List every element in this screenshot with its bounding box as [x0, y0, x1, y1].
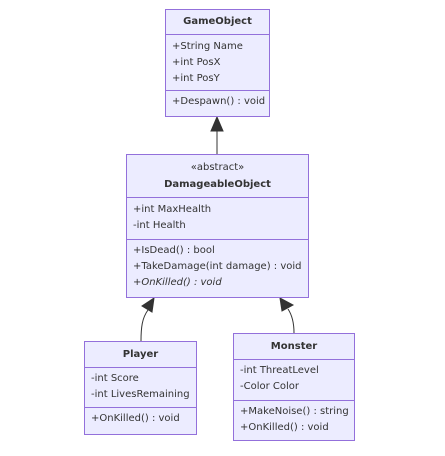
attribute: +String Name [172, 41, 243, 52]
attribute: +int PosY [172, 73, 220, 84]
attributes-section: -int ThreatLevel -Color Color [234, 359, 354, 400]
inheritance-arrowhead-gameobject [210, 115, 224, 132]
method: +OnKilled() : void [91, 413, 180, 424]
inheritance-arrowhead-from-player [141, 296, 155, 313]
class-header: Monster [234, 334, 354, 359]
inheritance-line-player-to-damageable [140, 309, 149, 342]
class-name: Monster [270, 341, 318, 352]
methods-section: +MakeNoise() : string +OnKilled() : void [234, 400, 354, 440]
class-stereotype: «abstract» [190, 162, 245, 173]
attribute: -Color Color [240, 381, 300, 392]
inheritance-arrowhead-from-monster [279, 297, 295, 312]
attributes-section: +String Name +int PosX +int PosY [166, 34, 269, 90]
methods-section: +OnKilled() : void [85, 407, 196, 434]
attribute: -int ThreatLevel [240, 365, 319, 376]
method: +IsDead() : bool [133, 245, 215, 256]
abstract-method: +OnKilled() : void [133, 277, 222, 288]
attribute: -int Score [91, 373, 139, 384]
method: +MakeNoise() : string [240, 406, 349, 417]
class-monster: Monster -int ThreatLevel -Color Color +M… [233, 333, 355, 441]
method: +Despawn() : void [172, 96, 266, 107]
class-header: GameObject [166, 10, 269, 34]
methods-section: +Despawn() : void [166, 90, 269, 116]
attribute: +int MaxHealth [133, 204, 212, 215]
attributes-section: -int Score -int LivesRemaining [85, 367, 196, 407]
method: +TakeDamage(int damage) : void [133, 261, 302, 272]
class-header: Player [85, 342, 196, 367]
attributes-section: +int MaxHealth -int Health [127, 197, 308, 239]
attribute: -int Health [133, 220, 186, 231]
inheritance-line-monster-to-damageable [287, 308, 295, 334]
class-player: Player -int Score -int LivesRemaining +O… [84, 341, 197, 435]
method: +OnKilled() : void [240, 422, 329, 433]
methods-section: +IsDead() : bool +TakeDamage(int damage)… [127, 239, 308, 297]
class-gameobject: GameObject +String Name +int PosX +int P… [165, 9, 270, 117]
attribute: -int LivesRemaining [91, 389, 190, 400]
class-name: GameObject [183, 16, 252, 27]
attribute: +int PosX [172, 57, 221, 68]
class-header: «abstract» DamageableObject [127, 155, 308, 197]
class-name: Player [122, 349, 159, 360]
class-name: DamageableObject [164, 179, 271, 190]
class-damageableobject: «abstract» DamageableObject +int MaxHeal… [126, 154, 309, 298]
